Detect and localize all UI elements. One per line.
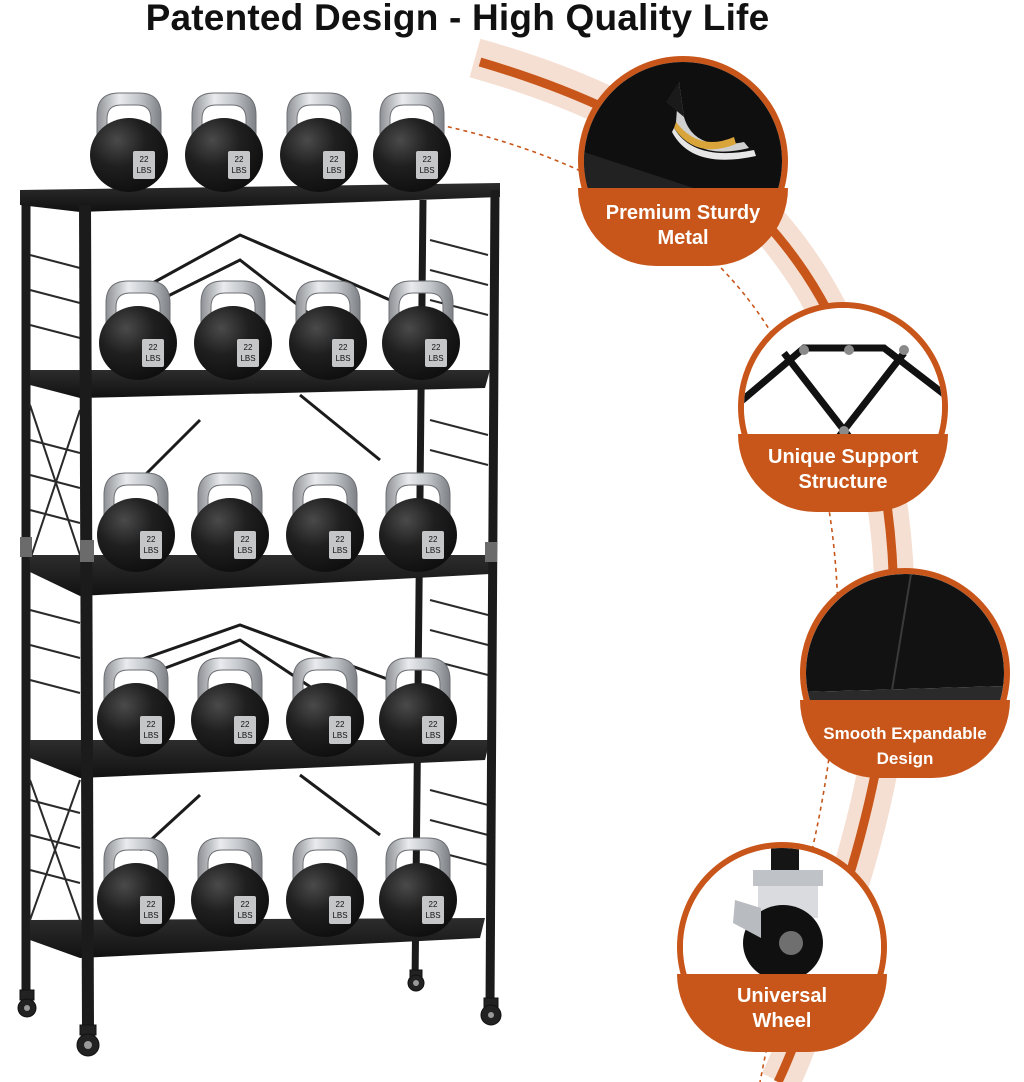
weight-unit-label: LBS [326, 166, 341, 175]
weight-value-label: 22 [147, 535, 156, 544]
weight-value-label: 22 [244, 343, 253, 352]
weight-value-label: 22 [241, 900, 250, 909]
feature-3-line-2: Design [876, 749, 934, 768]
caster-wheels [17, 969, 502, 1057]
weight-value-label: 22 [147, 720, 156, 729]
feature-1-line-1: Premium Sturdy [605, 202, 761, 224]
weight-value-label: 22 [147, 900, 156, 909]
kettlebells: 22LBS22LBS22LBS22LBS22LBS22LBS22LBS22LBS… [90, 92, 460, 937]
weight-unit-label: LBS [231, 166, 246, 175]
weight-value-label: 22 [423, 155, 432, 164]
feature-2-line-1: Unique Support [768, 446, 918, 468]
weight-value-label: 22 [149, 343, 158, 352]
weight-unit-label: LBS [143, 731, 158, 740]
weight-value-label: 22 [235, 155, 244, 164]
weight-value-label: 22 [241, 720, 250, 729]
weight-unit-label: LBS [332, 546, 347, 555]
weight-value-label: 22 [336, 535, 345, 544]
weight-value-label: 22 [140, 155, 149, 164]
feature-support-structure: Unique Support Structure [738, 302, 948, 512]
weight-unit-label: LBS [428, 354, 443, 363]
weight-unit-label: LBS [237, 911, 252, 920]
weight-unit-label: LBS [143, 546, 158, 555]
weight-value-label: 22 [429, 535, 438, 544]
feature-4-line-2: Wheel [752, 1010, 812, 1032]
weight-value-label: 22 [336, 900, 345, 909]
weight-value-label: 22 [241, 535, 250, 544]
weight-unit-label: LBS [419, 166, 434, 175]
feature-4-line-1: Universal [736, 985, 828, 1007]
weight-unit-label: LBS [335, 354, 350, 363]
feature-3-line-1: Smooth Expandable [823, 724, 987, 743]
weight-unit-label: LBS [425, 546, 440, 555]
feature-1-line-2: Metal [657, 227, 709, 249]
weight-value-label: 22 [429, 720, 438, 729]
feature-universal-wheel: Universal Wheel [677, 842, 887, 1052]
weight-unit-label: LBS [237, 731, 252, 740]
feature-premium-metal: Premium Sturdy Metal [578, 56, 788, 266]
feature-2-line-2: Structure [798, 471, 888, 493]
headline: Patented Design - High Quality Life [145, 0, 770, 38]
weight-unit-label: LBS [332, 731, 347, 740]
weight-unit-label: LBS [143, 911, 158, 920]
weight-value-label: 22 [339, 343, 348, 352]
weight-value-label: 22 [330, 155, 339, 164]
weight-unit-label: LBS [240, 354, 255, 363]
weight-value-label: 22 [429, 900, 438, 909]
weight-value-label: 22 [432, 343, 441, 352]
feature-expandable-design: Smooth Expandable Design [800, 568, 1010, 778]
weight-unit-label: LBS [145, 354, 160, 363]
weight-unit-label: LBS [425, 911, 440, 920]
weight-value-label: 22 [336, 720, 345, 729]
weight-unit-label: LBS [332, 911, 347, 920]
weight-unit-label: LBS [136, 166, 151, 175]
weight-unit-label: LBS [237, 546, 252, 555]
weight-unit-label: LBS [425, 731, 440, 740]
